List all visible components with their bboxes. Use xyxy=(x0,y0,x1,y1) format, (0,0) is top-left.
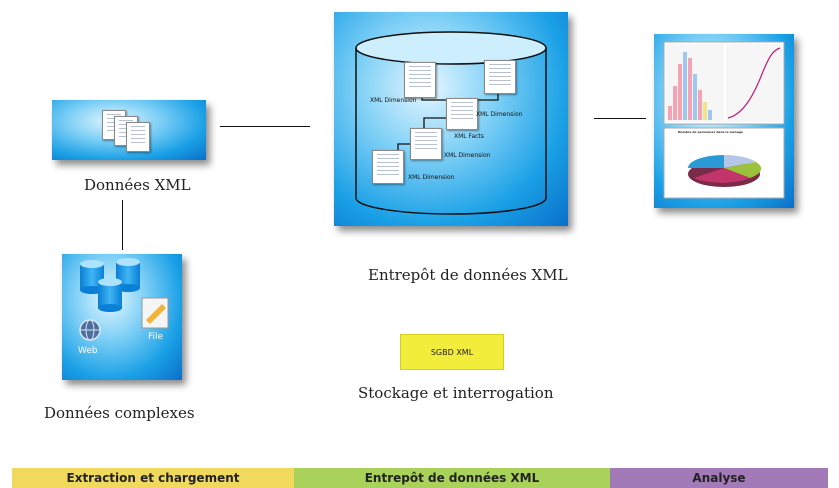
xml-dimension-document xyxy=(410,128,442,160)
xml-data-card xyxy=(52,100,206,160)
analysis-card: Nombre de personnes dans le ménage xyxy=(654,34,794,208)
xml-dimension-label: XML Dimension xyxy=(444,152,491,159)
analysis-charts xyxy=(663,41,785,199)
xml-facts-document xyxy=(446,98,478,130)
file-icon xyxy=(141,297,169,329)
xml-dimension-label: XML Dimension xyxy=(370,97,417,104)
connector-line xyxy=(122,200,123,250)
analysis-chart-title: Nombre de personnes dans le ménage xyxy=(678,130,744,134)
warehouse-card: XML Dimension XML Dimension XML Facts XM… xyxy=(334,12,568,226)
arrow-to-warehouse xyxy=(220,126,310,127)
web-icon-label: Web xyxy=(78,346,98,356)
xml-dimension-document xyxy=(484,60,516,94)
file-icon-label: File xyxy=(148,332,164,342)
sgbd-xml-label: SGBD XML xyxy=(430,347,474,357)
xml-dimension-document xyxy=(372,150,404,184)
sgbd-xml-box: SGBD XML xyxy=(400,334,504,370)
warehouse-cylinder xyxy=(355,31,547,215)
arrow-from-analysis xyxy=(594,118,646,119)
phase-warehouse: Entrepôt de données XML xyxy=(294,468,610,488)
xml-document-icon xyxy=(126,122,150,152)
globe-icon xyxy=(79,319,101,341)
xml-dimension-label: XML Dimension xyxy=(476,111,523,118)
xml-facts-label: XML Facts xyxy=(454,133,484,140)
storage-caption: Stockage et interrogation xyxy=(358,384,554,402)
database-icons xyxy=(79,258,169,341)
complex-data-card: Web File xyxy=(62,254,182,380)
complex-data-caption: Données complexes xyxy=(44,404,195,422)
phase-analysis: Analyse xyxy=(610,468,828,488)
xml-dimension-document xyxy=(404,62,436,98)
xml-data-caption: Données XML xyxy=(84,176,191,194)
warehouse-caption: Entrepôt de données XML xyxy=(368,266,568,284)
database-icon xyxy=(98,278,122,312)
xml-dimension-label: XML Dimension xyxy=(408,174,455,181)
phase-extraction: Extraction et chargement xyxy=(12,468,294,488)
